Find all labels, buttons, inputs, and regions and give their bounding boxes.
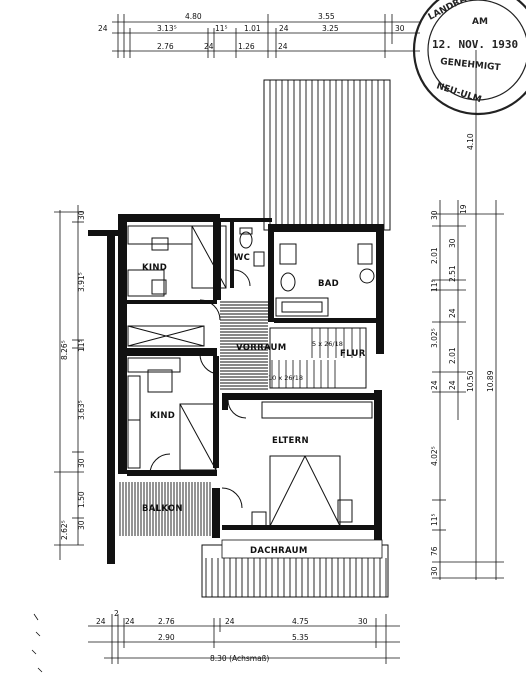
dim-top-1-01: 1.01 — [244, 24, 261, 33]
dim-top-3-13: 3.13⁵ — [157, 24, 177, 33]
furniture — [127, 225, 375, 527]
dim-left-30a: 30 — [77, 210, 86, 220]
dim-right-24c: 24 — [448, 380, 457, 390]
approval-stamp: LANDRATSAMT AM 12. NOV. 1930 GENEHMIGT N… — [412, 0, 526, 116]
dim-top-3-25: 3.25 — [322, 24, 339, 33]
dim-top-24d: 24 — [278, 42, 288, 51]
margin-marks — [31, 613, 43, 673]
dim-bottom-2: 2 — [114, 609, 119, 618]
stair-lower-label: 10 x 26/18 — [268, 374, 303, 382]
room-kind-top: KIND — [142, 263, 167, 273]
dim-top-24b: 24 — [279, 24, 289, 33]
dim-right-2-51: 2.51 — [448, 265, 457, 282]
dim-right-30c: 30 — [448, 238, 457, 248]
dim-right-30a: 30 — [430, 210, 439, 220]
dim-bottom-total: 8.30 (Achsmaß) — [210, 654, 269, 663]
building-walls — [88, 214, 384, 564]
dim-right-10-50: 10.50 — [466, 370, 475, 392]
dim-bottom-2-90: 2.90 — [158, 633, 175, 642]
dim-bottom-24a: 24 — [96, 617, 106, 626]
dim-left-8-26: 8.26⁵ — [60, 340, 69, 360]
dim-bottom-24c: 24 — [225, 617, 235, 626]
dim-left-3-63: 3.63⁵ — [77, 400, 86, 420]
dim-bottom-24b: 24 — [125, 617, 135, 626]
stair-upper-label: 5 x 26/18 — [312, 340, 343, 348]
dim-right-2-01a: 2.01 — [430, 247, 439, 264]
dim-right-24b: 24 — [448, 308, 457, 318]
dim-bottom-5-35: 5.35 — [292, 633, 309, 642]
dim-bottom-2-76: 2.76 — [158, 617, 175, 626]
stamp-place: NEU-ULM — [435, 81, 483, 105]
stamp-top-text: LANDRATSAMT — [427, 0, 499, 23]
room-wc: WC — [234, 253, 250, 263]
dim-top-2-76: 2.76 — [157, 42, 174, 51]
dim-left-2-62: 2.62⁵ — [60, 520, 69, 540]
dim-top-4-80: 4.80 — [185, 12, 202, 21]
right-dimensions: 30 2.01 11⁵ 3.02⁵ 24 4.02⁵ 11⁵ 76 30 19 … — [430, 50, 504, 580]
room-dachraum: DACHRAUM — [250, 546, 308, 556]
dim-right-11-5b: 11⁵ — [430, 513, 439, 526]
dim-right-30b: 30 — [430, 566, 439, 576]
room-flur: FLUR — [340, 349, 366, 359]
dim-right-3-02: 3.02⁵ — [430, 328, 439, 348]
dim-right-10-89: 10.89 — [486, 370, 495, 392]
dim-right-76: 76 — [430, 546, 439, 556]
left-dimensions: 8.26⁵ 2.62⁵ 30 3.91⁵ 11⁵ 3.63⁵ 30 1.50 3… — [54, 205, 86, 560]
room-balkon: BALKON — [142, 504, 183, 514]
dim-left-3-91: 3.91⁵ — [77, 272, 86, 292]
dim-top-24a: 24 — [98, 24, 108, 33]
room-labels: KIND WC BAD VORRAUM FLUR KIND ELTERN BAL… — [142, 253, 366, 556]
dim-right-11-5a: 11⁵ — [430, 279, 439, 292]
stamp-am: AM — [472, 17, 488, 27]
terrace-deck — [263, 79, 391, 231]
dim-right-2-01b: 2.01 — [448, 347, 457, 364]
dim-right-19: 19 — [459, 204, 468, 214]
room-vorraum: VORRAUM — [236, 343, 287, 353]
bottom-dimensions: 24 2 24 2.76 24 4.75 30 2.90 5.35 8.30 (… — [88, 609, 400, 664]
dim-top-1-26: 1.26 — [238, 42, 255, 51]
dim-right-4-10: 4.10 — [466, 133, 475, 150]
dim-left-1-50: 1.50 — [77, 491, 86, 508]
stamp-approved: GENEHMIGT — [440, 57, 502, 73]
dim-top-30: 30 — [395, 24, 405, 33]
dim-left-11-5: 11⁵ — [77, 339, 86, 352]
dim-top-11-5: 11⁵ — [215, 24, 228, 33]
dim-top-24c: 24 — [204, 42, 214, 51]
dim-right-4-02: 4.02⁵ — [430, 446, 439, 466]
hatched-areas — [119, 301, 389, 598]
stamp-date: 12. NOV. 1930 — [432, 38, 518, 51]
room-eltern: ELTERN — [272, 436, 309, 446]
dim-left-30c: 30 — [77, 520, 86, 530]
dim-bottom-4-75: 4.75 — [292, 617, 309, 626]
room-bad: BAD — [318, 279, 339, 289]
room-kind-bottom: KIND — [150, 411, 175, 421]
dim-top-3-55: 3.55 — [318, 12, 335, 21]
dim-left-30b: 30 — [77, 458, 86, 468]
dim-bottom-30: 30 — [358, 617, 368, 626]
top-dimensions: 4.80 3.55 24 3.13⁵ 11⁵ 1.01 24 3.25 30 2… — [98, 12, 420, 58]
dim-right-24a: 24 — [430, 380, 439, 390]
